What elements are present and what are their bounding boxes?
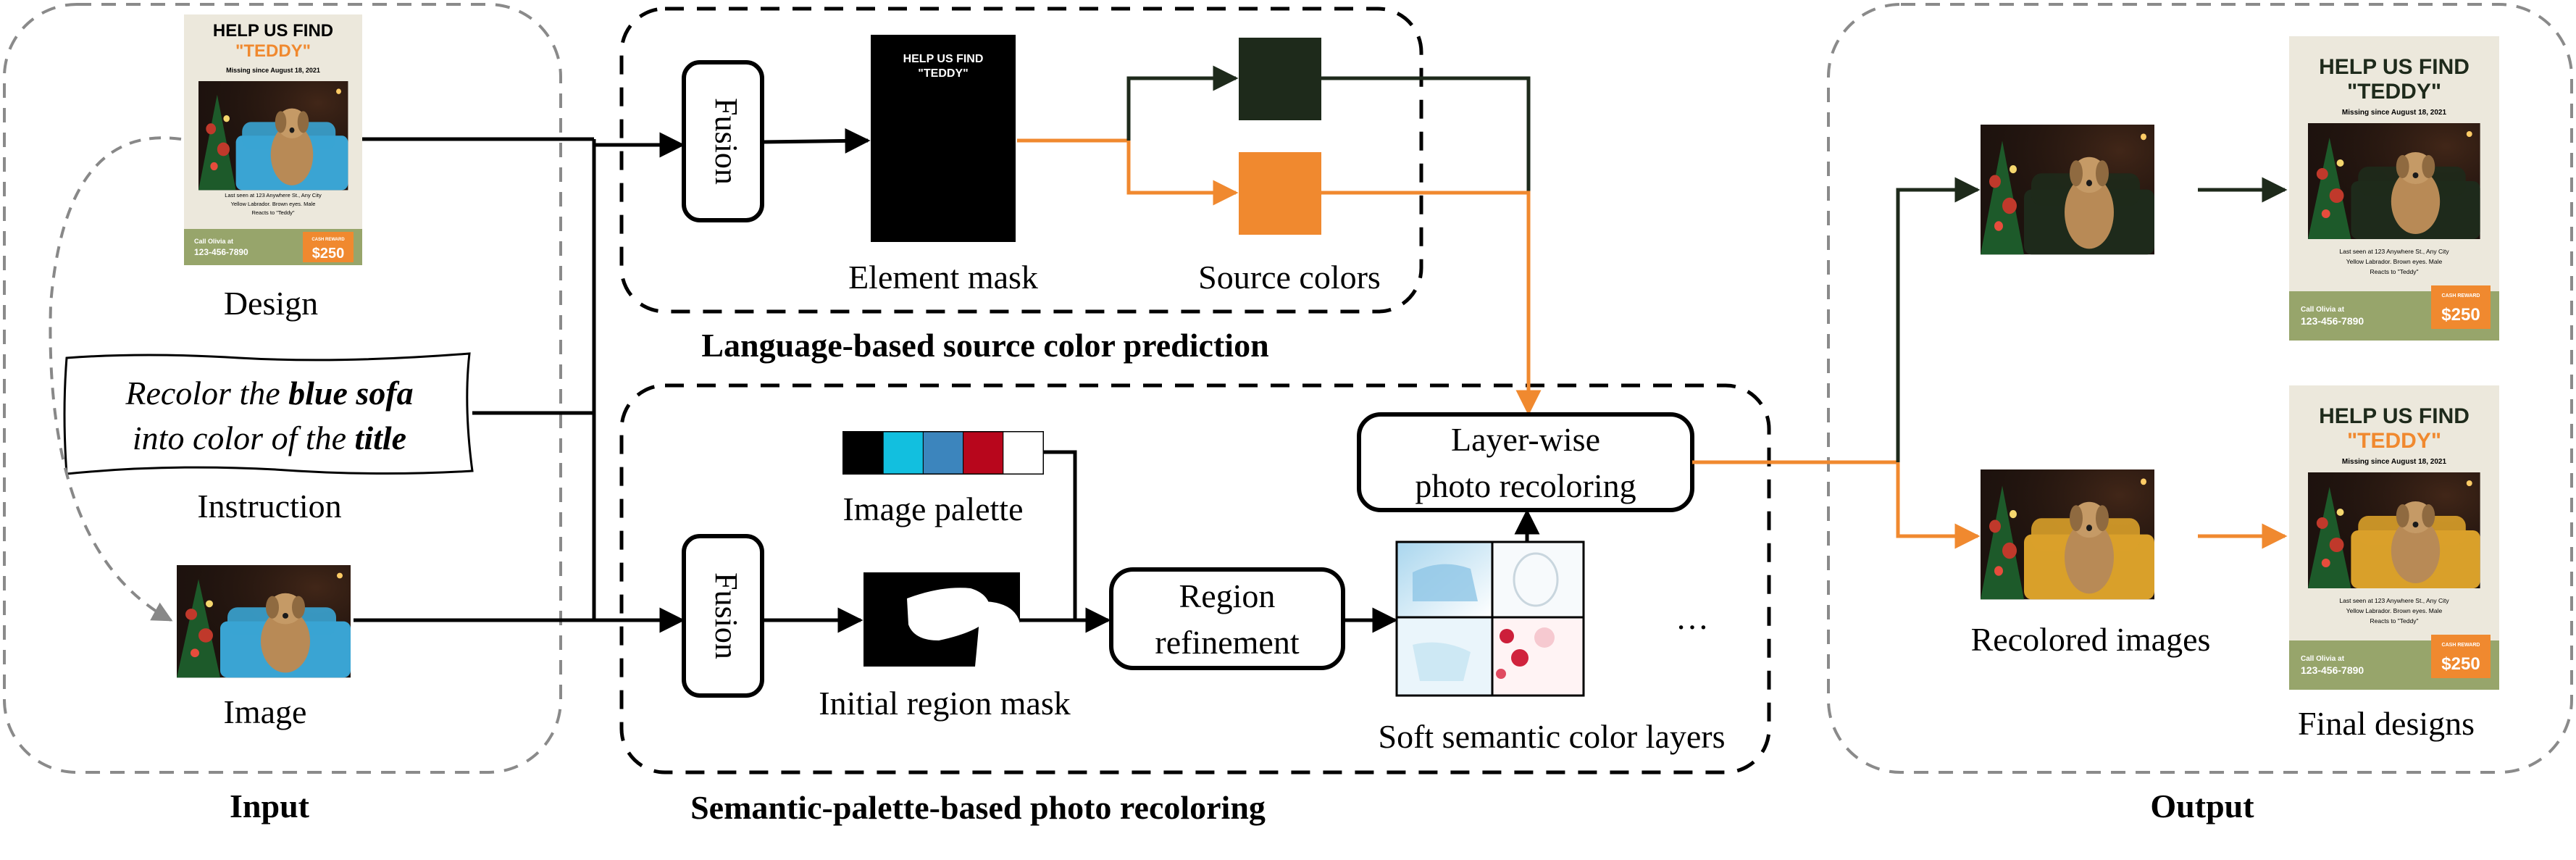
image-palette-label: Image palette bbox=[842, 490, 1023, 527]
final-dark-missing: Missing since August 18, 2021 bbox=[2342, 109, 2447, 117]
instruction-box bbox=[63, 352, 474, 475]
final-orange-reward-label: CASH REWARD bbox=[2442, 643, 2480, 648]
source-color-dark bbox=[1239, 38, 1321, 120]
source-colors-label: Source colors bbox=[1198, 259, 1381, 296]
section-title-output: Output bbox=[2150, 788, 2254, 824]
element-mask: HELP US FIND "TEDDY" bbox=[871, 35, 1016, 242]
region-refinement-label-1: Region bbox=[1179, 577, 1276, 614]
final-orange-title-1: HELP US FIND bbox=[2319, 404, 2470, 428]
output-section-box bbox=[1827, 3, 2573, 774]
instruction-line-1: Recolor the blue sofa bbox=[125, 375, 413, 412]
poster-body-2: Yellow Labrador. Brown eyes. Male bbox=[231, 201, 316, 207]
initial-region-mask bbox=[863, 572, 1020, 667]
language-section-box bbox=[619, 7, 1423, 314]
final-design-dark: HELP US FIND "TEDDY" Missing since Augus… bbox=[2289, 36, 2499, 341]
orange-to-layerwise bbox=[1321, 191, 1542, 416]
image-palette bbox=[842, 431, 1044, 475]
gray-dashed-link bbox=[49, 136, 182, 622]
recolored-image-dark bbox=[1981, 125, 2154, 255]
poster-reward-label: CASH REWARD bbox=[311, 238, 345, 242]
final-orange-title-2: "TEDDY" bbox=[2347, 429, 2441, 453]
region-refinement-label-2: refinement bbox=[1155, 624, 1299, 661]
output-to-orange bbox=[1896, 462, 1981, 549]
final-dark-title-1: HELP US FIND bbox=[2319, 55, 2470, 79]
instruction-label: Instruction bbox=[197, 488, 341, 525]
element-mask-label: Element mask bbox=[848, 259, 1038, 296]
instruction-line-2-b: title bbox=[355, 419, 407, 456]
layers-ellipsis: … bbox=[1676, 599, 1709, 636]
layerwise-label-1: Layer-wise bbox=[1451, 421, 1600, 458]
element-mask-text-2: "TEDDY" bbox=[918, 67, 968, 80]
final-orange-body-1: Last seen at 123 Anywhere St., Any City bbox=[2339, 597, 2449, 604]
poster-body-3: Reacts to "Teddy" bbox=[251, 209, 294, 216]
final-dark-reward: $250 bbox=[2441, 305, 2480, 325]
split-to-dark bbox=[1126, 65, 1239, 141]
final-dark-title-2: "TEDDY" bbox=[2347, 80, 2441, 104]
palette-swatch bbox=[882, 431, 924, 475]
final-designs-label: Final designs bbox=[2298, 705, 2475, 742]
final-orange-body-3: Reacts to "Teddy" bbox=[2370, 617, 2419, 625]
input-image bbox=[177, 565, 351, 678]
poster-missing: Missing since August 18, 2021 bbox=[226, 67, 320, 74]
final-dark-body-3: Reacts to "Teddy" bbox=[2370, 268, 2419, 275]
poster-call-2: 123-456-7890 bbox=[194, 247, 248, 257]
design-poster: HELP US FIND "TEDDY" Missing since Augus… bbox=[184, 14, 362, 265]
final-orange-reward: $250 bbox=[2441, 654, 2480, 674]
final-orange-missing: Missing since August 18, 2021 bbox=[2342, 458, 2447, 466]
palette-to-refine bbox=[1043, 450, 1077, 620]
soft-layers-label: Soft semantic color layers bbox=[1378, 718, 1725, 755]
split-to-orange bbox=[1126, 141, 1239, 206]
source-color-orange bbox=[1239, 152, 1321, 235]
design-label: Design bbox=[224, 285, 318, 322]
final-dark-call-2: 123-456-7890 bbox=[2301, 315, 2364, 327]
section-title-input: Input bbox=[230, 788, 310, 824]
poster-title-1: HELP US FIND bbox=[213, 21, 333, 41]
final-design-orange: HELP US FIND "TEDDY" Missing since Augus… bbox=[2289, 385, 2499, 690]
palette-swatch bbox=[1003, 431, 1044, 475]
fusion-top-label: Fusion bbox=[708, 98, 744, 185]
instruction-line-2-a: into color of the bbox=[133, 419, 355, 456]
instruction-line-1-a: Recolor the bbox=[125, 375, 288, 412]
initial-region-mask-label: Initial region mask bbox=[819, 685, 1070, 722]
section-title-semantic: Semantic-palette-based photo recoloring bbox=[690, 789, 1266, 826]
semantic-section-box bbox=[619, 383, 1771, 775]
poster-body-1: Last seen at 123 Anywhere St., Any City bbox=[225, 192, 322, 199]
instruction-line-2: into color of the title bbox=[133, 419, 406, 456]
palette-swatch bbox=[922, 431, 964, 475]
fusion-to-mask bbox=[761, 128, 871, 154]
fusion-bottom-box bbox=[682, 534, 764, 698]
recolored-image-orange bbox=[1981, 469, 2154, 600]
fusion-bottom-label: Fusion bbox=[708, 572, 744, 659]
poster-title-2: "TEDDY" bbox=[235, 41, 311, 61]
input-section-box bbox=[3, 3, 562, 774]
poster-reward: $250 bbox=[312, 246, 345, 262]
final-orange-body-2: Yellow Labrador. Brown eyes. Male bbox=[2346, 607, 2443, 614]
element-mask-text-1: HELP US FIND bbox=[903, 53, 984, 65]
final-orange-call-1: Call Olivia at bbox=[2301, 655, 2345, 663]
layerwise-label-2: photo recoloring bbox=[1415, 467, 1636, 504]
palette-swatch bbox=[963, 431, 1004, 475]
section-title-language: Language-based source color prediction bbox=[701, 327, 1268, 364]
final-dark-body-1: Last seen at 123 Anywhere St., Any City bbox=[2339, 248, 2449, 255]
final-dark-reward-label: CASH REWARD bbox=[2442, 293, 2480, 299]
poster-call-1: Call Olivia at bbox=[194, 238, 233, 245]
final-orange-call-2: 123-456-7890 bbox=[2301, 664, 2364, 676]
image-label: Image bbox=[224, 693, 307, 730]
recolored-images-label: Recolored images bbox=[1971, 621, 2211, 658]
output-to-dark bbox=[1896, 177, 1981, 462]
soft-layers-grid bbox=[1395, 540, 1585, 697]
instruction-line-1-b: blue sofa bbox=[288, 375, 414, 412]
final-dark-call-1: Call Olivia at bbox=[2301, 306, 2345, 314]
final-dark-body-2: Yellow Labrador. Brown eyes. Male bbox=[2346, 258, 2443, 265]
palette-swatch bbox=[842, 431, 884, 475]
